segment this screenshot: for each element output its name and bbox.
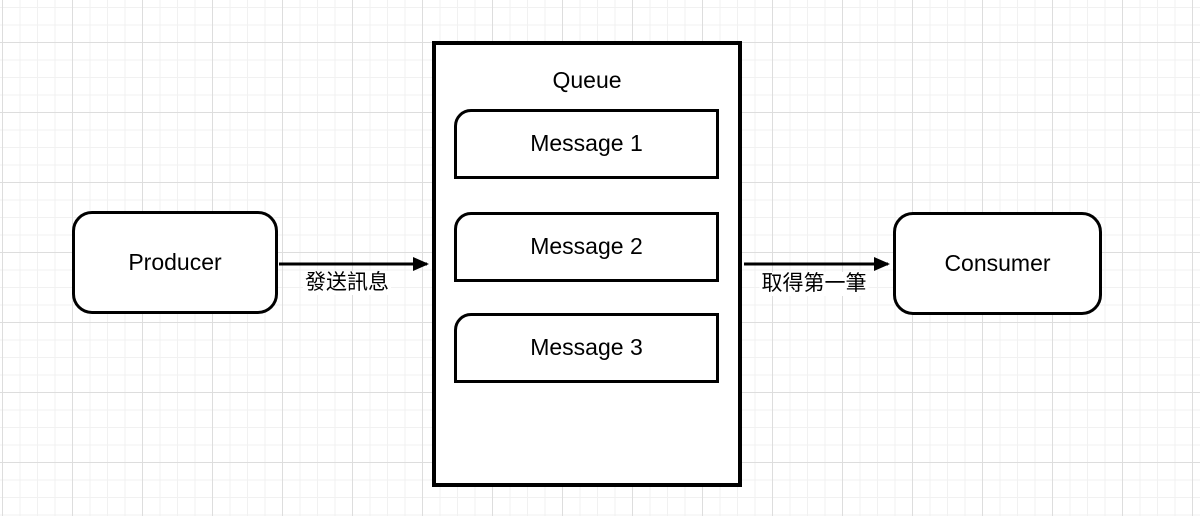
producer-node: Producer — [72, 211, 278, 314]
message-1-label: Message 1 — [530, 130, 643, 157]
edge-label-send-message: 發送訊息 — [303, 271, 391, 296]
message-2-label: Message 2 — [530, 233, 643, 260]
edge-label-get-first: 取得第一筆 — [759, 272, 869, 297]
consumer-label: Consumer — [944, 249, 1051, 276]
consumer-node: Consumer — [893, 212, 1102, 315]
message-card-2: Message 2 — [454, 212, 719, 282]
message-card-3: Message 3 — [454, 313, 719, 383]
queue-title: Queue — [552, 67, 622, 93]
message-card-1: Message 1 — [454, 109, 719, 179]
message-3-label: Message 3 — [530, 334, 643, 361]
producer-label: Producer — [128, 248, 222, 275]
